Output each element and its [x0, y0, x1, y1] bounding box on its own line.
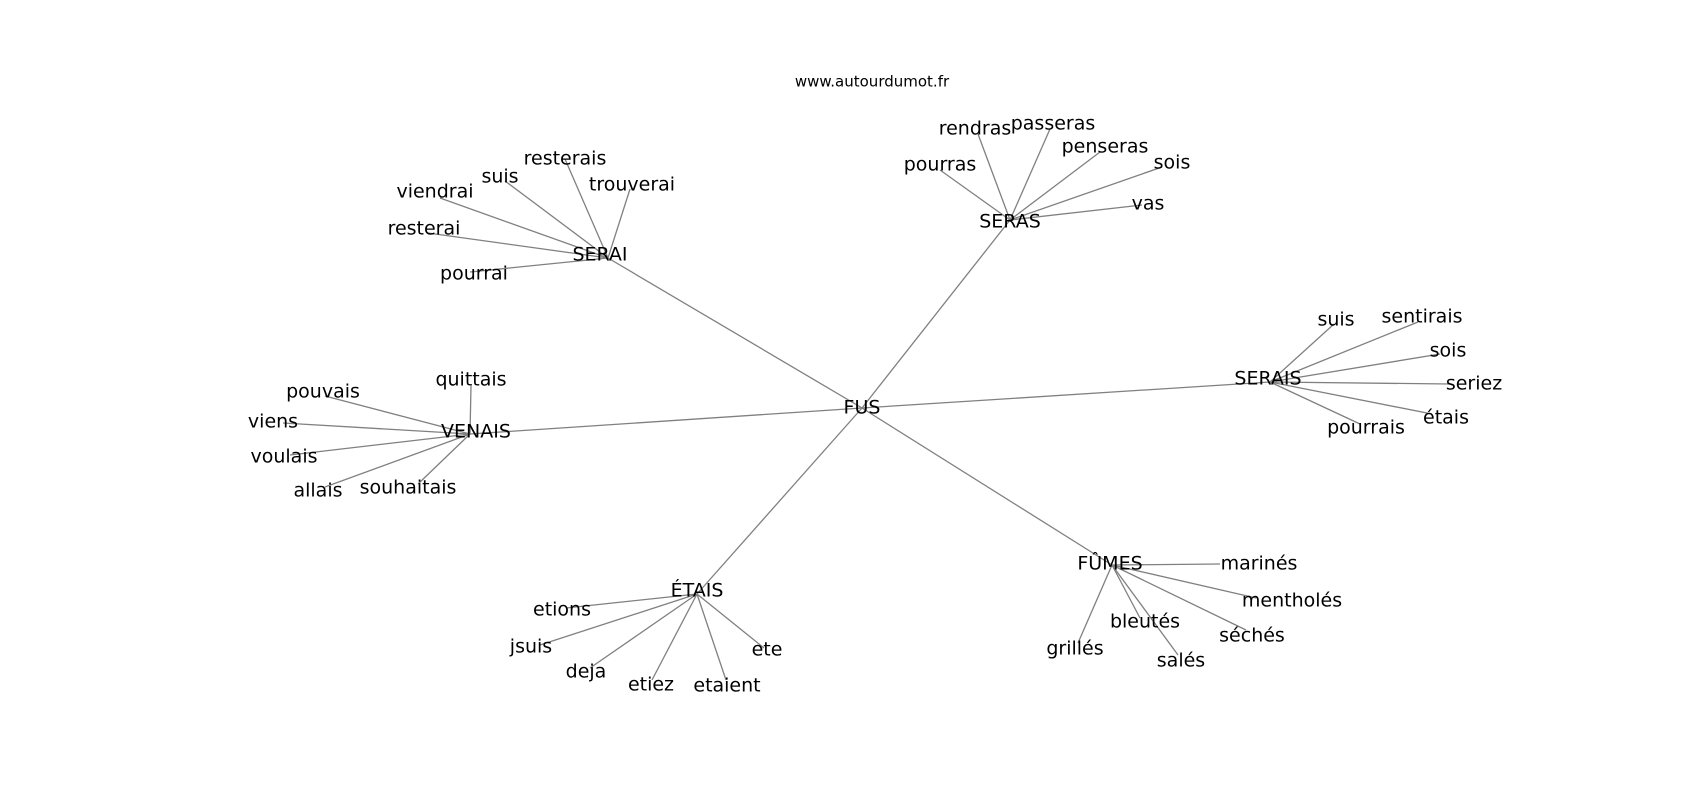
- node-leaf-pourrais: pourrais: [1327, 417, 1405, 439]
- node-leaf-jsuis: jsuis: [509, 636, 552, 658]
- node-leaf-mentholes: mentholés: [1242, 590, 1342, 612]
- edge-center-venais: [469, 407, 863, 435]
- node-leaf-etaient: etaient: [693, 675, 760, 697]
- edge-fumes-bleutes: [1111, 564, 1141, 619]
- edge-venais-quittais: [469, 385, 472, 435]
- edge-seras-pourras: [939, 169, 1011, 221]
- edge-center-etais: [696, 407, 863, 595]
- node-hub-venais: VENAIS: [441, 421, 511, 443]
- edge-etais-etiez: [651, 593, 698, 681]
- node-leaf-passeras: passeras: [1011, 113, 1096, 135]
- node-leaf-voulais: voulais: [250, 446, 317, 468]
- edge-seras-rendras: [977, 133, 1011, 221]
- node-hub-serais: SERAIS: [1234, 368, 1301, 390]
- edge-etais-ete: [696, 593, 765, 649]
- labels-layer: FUS SERAI resterais suis trouverai viendrai re…: [248, 113, 1502, 697]
- edge-fumes-grilles: [1077, 564, 1113, 644]
- edge-serais-seriez: [1269, 381, 1451, 385]
- node-leaf-suis: suis: [481, 166, 518, 188]
- node-leaf-viens: viens: [248, 411, 298, 433]
- edge-etais-jsuis: [539, 593, 698, 646]
- edge-center-serais: [861, 381, 1271, 409]
- node-leaf-suis: suis: [1317, 309, 1354, 331]
- edge-serai-suis: [504, 180, 609, 259]
- node-leaf-sois: sois: [1154, 152, 1191, 174]
- edges-layer: [282, 128, 1451, 681]
- edge-venais-voulais: [289, 433, 471, 456]
- node-leaf-etions: etions: [533, 599, 591, 621]
- edge-etais-deja: [589, 593, 698, 669]
- edge-seras-vas: [1009, 204, 1143, 221]
- node-center: FUS: [844, 397, 881, 419]
- edge-fumes-seches: [1111, 564, 1247, 631]
- node-leaf-sales: salés: [1157, 650, 1205, 672]
- edge-venais-viens: [282, 422, 471, 435]
- node-leaf-etais: étais: [1423, 407, 1469, 429]
- node-leaf-resterais: resterais: [524, 148, 607, 170]
- node-leaf-grilles: grillés: [1046, 638, 1103, 660]
- node-hub-fumes: FÛMES: [1077, 551, 1142, 575]
- edge-venais-allais: [324, 433, 471, 488]
- edge-fumes-sales: [1111, 564, 1179, 656]
- node-leaf-bleutes: bleutés: [1110, 611, 1180, 633]
- node-leaf-pouvais: pouvais: [286, 381, 360, 403]
- node-leaf-trouverai: trouverai: [589, 174, 675, 196]
- node-leaf-deja: deja: [566, 661, 607, 683]
- node-leaf-allais: allais: [293, 480, 342, 502]
- edge-serais-pourrais: [1269, 381, 1361, 425]
- node-leaf-viendrai: viendrai: [396, 181, 473, 203]
- edge-seras-sois: [1009, 166, 1163, 221]
- node-leaf-seches: séchés: [1219, 625, 1285, 647]
- node-leaf-pourras: pourras: [904, 154, 977, 176]
- edge-seras-passeras: [1009, 128, 1051, 221]
- edge-serai-trouverai: [607, 188, 631, 259]
- node-leaf-quittais: quittais: [435, 369, 506, 391]
- edge-fumes-mentholes: [1111, 564, 1257, 599]
- edge-serai-resterai: [427, 232, 609, 259]
- edge-etais-etions: [565, 593, 698, 609]
- node-leaf-resterai: resterai: [388, 218, 461, 240]
- edge-serais-etais: [1269, 381, 1433, 415]
- edge-serai-viendrai: [439, 197, 609, 259]
- node-leaf-vas: vas: [1132, 193, 1165, 215]
- edge-center-fumes: [861, 407, 1113, 566]
- node-hub-etais: ÉTAIS: [671, 579, 724, 602]
- edge-seras-penseras: [1009, 151, 1101, 221]
- node-leaf-pourrai: pourrai: [440, 263, 508, 285]
- edge-serais-sentirais: [1269, 321, 1419, 383]
- node-leaf-sentirais: sentirais: [1382, 306, 1463, 328]
- node-leaf-rendras: rendras: [939, 118, 1012, 140]
- node-hub-seras: SERAS: [979, 211, 1041, 233]
- edge-venais-souhaitais: [417, 433, 471, 485]
- edge-center-seras: [861, 219, 1011, 409]
- node-leaf-penseras: penseras: [1062, 136, 1149, 158]
- edge-serai-resterais: [564, 158, 609, 259]
- node-leaf-marines: marinés: [1221, 553, 1298, 575]
- edge-serais-suis: [1269, 323, 1335, 383]
- watermark-text: www.autourdumot.fr: [795, 73, 950, 91]
- node-hub-serai: SERAI: [572, 244, 627, 266]
- node-leaf-ete: ete: [752, 639, 783, 661]
- node-leaf-seriez: seriez: [1446, 373, 1502, 395]
- node-leaf-souhaitais: souhaitais: [360, 477, 457, 499]
- edge-fumes-marines: [1111, 563, 1221, 566]
- node-leaf-etiez: etiez: [628, 674, 674, 696]
- edge-serai-pourrai: [469, 257, 609, 273]
- edge-serais-sois: [1269, 353, 1441, 383]
- node-leaf-sois: sois: [1430, 340, 1467, 362]
- edge-etais-etaient: [696, 593, 727, 681]
- edge-venais-pouvais: [324, 395, 471, 435]
- edge-center-serai: [607, 257, 863, 409]
